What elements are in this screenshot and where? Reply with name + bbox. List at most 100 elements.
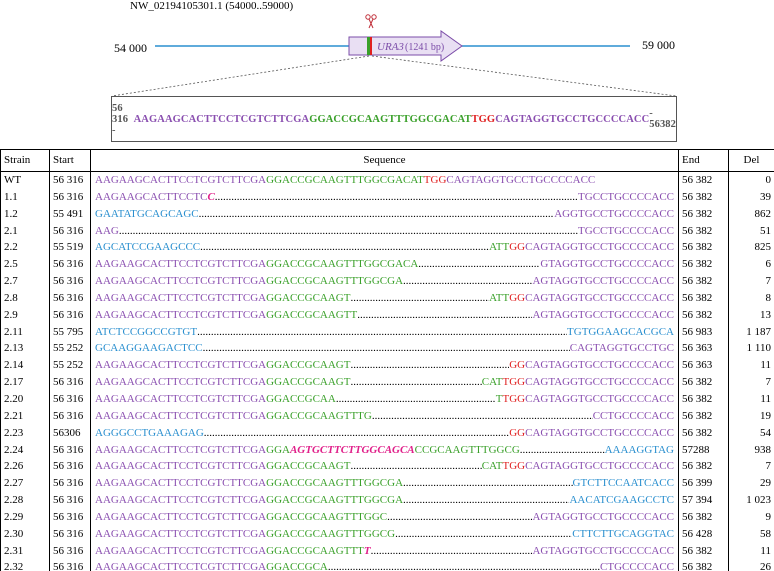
sequence-segment: AAGAAGCACTTCCTCGTCTTCGA bbox=[95, 460, 267, 473]
start-cell: 56 316 bbox=[49, 273, 91, 290]
header-del: Del bbox=[728, 149, 774, 172]
coord-right: 59 000 bbox=[642, 38, 675, 52]
strain-cell: 2.14 bbox=[0, 357, 50, 375]
start-cell: 56 316 bbox=[49, 441, 91, 459]
sequence-segment: CAGTAGGTGCCTGCCCCACC bbox=[495, 113, 650, 125]
sequence-segment: TGTGGAAGCACGCA bbox=[567, 325, 674, 338]
start-cell: 56 316 bbox=[49, 188, 91, 206]
deletion-gap bbox=[197, 324, 567, 341]
del-cell: 862 bbox=[728, 205, 774, 223]
sequence-segment: AAGAAGCACTTCCTCGTCTTCGA bbox=[95, 291, 267, 304]
sequence-segment: T bbox=[495, 392, 503, 405]
start-cell: 55 491 bbox=[49, 205, 91, 223]
sequence-cell: AAGAAGCACTTCCTCGTCTTCGAGGACCGCAAGTTTTAGT… bbox=[90, 542, 679, 560]
sequence-segment: GGACCGCAAGTTTG bbox=[266, 409, 372, 422]
sequence-cell: AAGAAGCACTTCCTCGTCTTCGAGGACCGCACTGCCCCAC… bbox=[90, 559, 679, 571]
sequence-segment: TGG bbox=[423, 174, 447, 186]
deletion-gap bbox=[203, 340, 570, 357]
del-cell: 11 bbox=[728, 357, 774, 375]
deletion-gap bbox=[204, 425, 509, 442]
sequence-segment: GGACCGCAAGT bbox=[266, 376, 351, 389]
deletion-gap bbox=[215, 189, 578, 206]
sequence-cell: AAGTGCCTGCCCCACC bbox=[90, 222, 679, 240]
zoom-line-left bbox=[111, 55, 370, 97]
end-cell: 57288 bbox=[678, 441, 729, 459]
sequence-cell: AAGAAGCACTTCCTCGTCTTCGAGGACCGCAAGTTTGCCT… bbox=[90, 407, 679, 425]
sequence-segment: GTCTTCCAATCACC bbox=[572, 477, 674, 490]
deletion-gap bbox=[200, 239, 489, 256]
start-cell: 55 252 bbox=[49, 340, 91, 358]
del-cell: 0 bbox=[728, 171, 774, 189]
deletion-gap bbox=[328, 559, 600, 571]
strain-cell: 2.29 bbox=[0, 508, 50, 526]
sequence-segment: GGACCGCAAGTTT bbox=[266, 544, 364, 557]
start-cell: 56 316 bbox=[49, 222, 91, 240]
del-cell: 1 187 bbox=[728, 323, 774, 341]
zoom-end: - 56382 bbox=[649, 108, 676, 130]
header-start: Start bbox=[49, 149, 91, 172]
table-header: Strain Start Sequence End Del bbox=[0, 149, 774, 172]
deletion-gap bbox=[336, 391, 496, 408]
sequence-segment: AGTAGGTGCCTGCCCCACC bbox=[532, 275, 674, 288]
del-cell: 29 bbox=[728, 475, 774, 493]
end-cell: 56 428 bbox=[678, 525, 729, 543]
end-cell: 56 382 bbox=[678, 306, 729, 324]
deletion-gap bbox=[350, 374, 481, 391]
del-cell: 938 bbox=[728, 441, 774, 459]
del-cell: 54 bbox=[728, 424, 774, 442]
end-cell: 57 394 bbox=[678, 492, 729, 509]
sequence-segment: AAGAAGCACTTCCTCGTCTTCGA bbox=[95, 409, 267, 422]
strain-cell: 2.32 bbox=[0, 559, 50, 571]
start-cell: 56 316 bbox=[49, 458, 91, 476]
sequence-segment: GGA bbox=[266, 443, 290, 456]
sequence-segment: AGGGCCTGAAAGAG bbox=[95, 426, 204, 439]
deletion-gap bbox=[119, 223, 578, 240]
zoom-sequence: AAGAAGCACTTCCTCGTCTTCGAGGACCGCAAGTTTGGCG… bbox=[134, 114, 650, 125]
sequence-segment: ATCTCCGGCCGTGT bbox=[95, 325, 198, 338]
sequence-cell: AAGAAGCACTTCCTCGTCTTCGAGGACCGCAAGTCATTGG… bbox=[90, 374, 679, 391]
start-cell: 56 316 bbox=[49, 390, 91, 408]
sequence-segment: CAT bbox=[481, 376, 503, 389]
sequence-segment: AGTAGGTGCCTGCCCCACC bbox=[532, 544, 674, 557]
start-cell: 56 316 bbox=[49, 171, 91, 189]
sequence-cell: AGGGCCTGAAAGAGGGCAGTAGGTGCCTGCCCCACC bbox=[90, 424, 679, 442]
strain-cell: 2.24 bbox=[0, 441, 50, 459]
sequence-segment: AAGAAGCACTTCCTCGTCTTCGA bbox=[95, 561, 267, 571]
del-cell: 1 023 bbox=[728, 492, 774, 509]
del-cell: 11 bbox=[728, 390, 774, 408]
sequence-segment: AGGTGCCTGCCCCACC bbox=[554, 207, 674, 220]
sequence-cell: ATCTCCGGCCGTGT TGTGGAAGCACGCA bbox=[90, 323, 679, 341]
strain-cell: 2.17 bbox=[0, 374, 50, 391]
sequence-segment: AACATCGAAGCCTC bbox=[569, 494, 674, 507]
zoom-start: 56 316 - bbox=[112, 102, 129, 136]
sequence-segment: ATT bbox=[489, 241, 510, 254]
deletion-gap bbox=[372, 408, 593, 425]
strain-cell: 2.9 bbox=[0, 306, 50, 324]
end-cell: 56 382 bbox=[678, 289, 729, 307]
sequence-segment: CAGTAGGTGCCTGCCCCACC bbox=[525, 460, 674, 473]
strain-cell: 2.26 bbox=[0, 458, 50, 476]
sequence-segment: AAG bbox=[95, 224, 119, 237]
start-cell: 56 316 bbox=[49, 542, 91, 560]
sequence-cell: AAGAAGCACTTCCTCGTCTTCGAGGACCGCAATTGGCAGT… bbox=[90, 390, 679, 408]
sequence-segment: ATT bbox=[489, 291, 510, 304]
end-cell: 56 382 bbox=[678, 239, 729, 257]
strain-cell: 2.13 bbox=[0, 340, 50, 358]
deletion-gap bbox=[357, 307, 532, 324]
deletion-gap bbox=[520, 442, 605, 459]
sequence-segment: GG bbox=[509, 241, 526, 254]
del-cell: 825 bbox=[728, 239, 774, 257]
start-cell: 55 252 bbox=[49, 357, 91, 375]
strain-cell: 2.23 bbox=[0, 424, 50, 442]
